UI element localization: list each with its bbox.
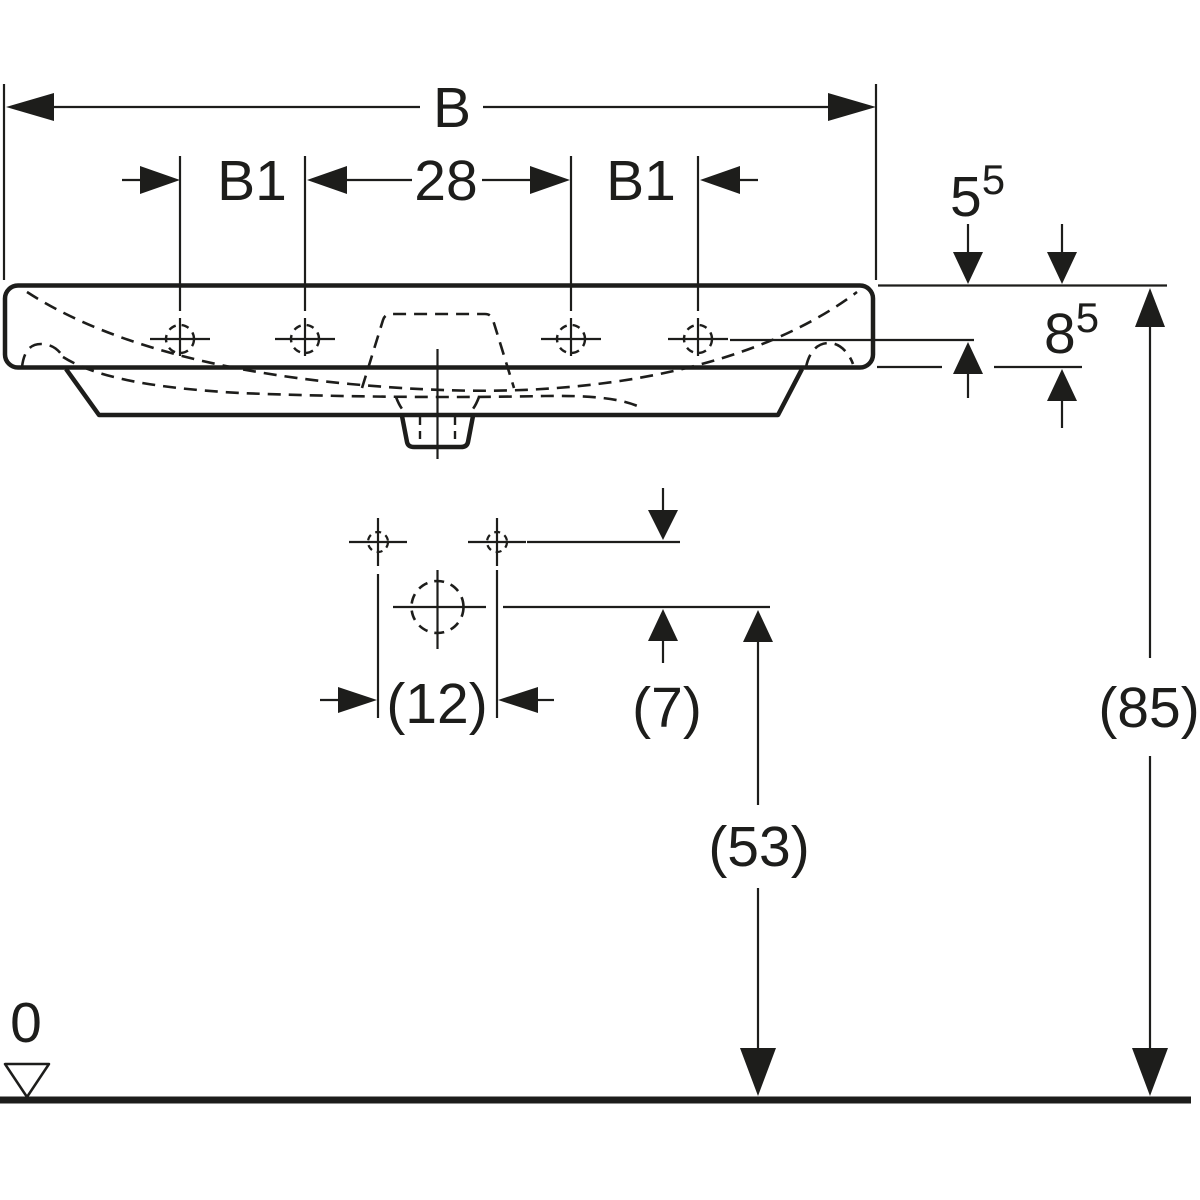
dim-label-53: (53) — [708, 815, 809, 879]
dim12-right-arrowhead — [498, 687, 538, 713]
dimension-rim-height: (85) — [1098, 288, 1200, 1096]
arrowhead-right — [828, 93, 876, 121]
dim85-top-arrowhead — [1135, 288, 1165, 327]
dimension-taphole-row: B1 28 B1 — [122, 149, 758, 311]
ground-datum: 0 — [0, 991, 1191, 1104]
basin-hidden-lines — [20, 290, 858, 416]
taphole-drilling-detail — [349, 518, 770, 649]
dim55-down-arrowhead — [953, 252, 983, 284]
dim7-up-arrowhead — [648, 609, 678, 641]
detail-taphole-left — [349, 518, 407, 566]
dim-label-7: (7) — [632, 676, 702, 740]
dim7-down-arrowhead — [648, 510, 678, 540]
arrowhead-left — [6, 93, 54, 121]
dim-label-8-5: 85 — [1044, 294, 1099, 366]
basin-bowl-body — [64, 367, 804, 418]
dim-label-12: (12) — [386, 672, 487, 736]
dim-label-8-5-sup: 5 — [1076, 294, 1099, 341]
drain-funnel-right — [467, 396, 481, 416]
b1-right-arrowhead — [700, 166, 740, 194]
drain-funnel-left — [394, 396, 408, 416]
dim55-up-arrowhead — [953, 342, 983, 374]
datum-triangle — [3, 1062, 51, 1099]
dim85r-up-arrowhead — [1047, 369, 1077, 401]
detail-taphole-right — [468, 518, 526, 566]
taphole-mark-4 — [668, 318, 728, 356]
taphole-mark-2 — [275, 318, 335, 356]
dim53-bottom-arrowhead — [740, 1048, 776, 1096]
dimension-drain-height: (53) — [708, 610, 810, 1096]
dim-label-zero: 0 — [10, 991, 42, 1055]
taphole-mark-1 — [150, 318, 210, 356]
basin-rim-band — [2, 283, 876, 370]
basin-outline — [2, 283, 876, 459]
dimension-twin-taphole-spacing: (12) — [320, 570, 554, 736]
spacing-arrowhead-right — [530, 166, 570, 194]
dim53-top-arrowhead — [743, 610, 773, 642]
spacing-arrowhead-left — [307, 166, 347, 194]
dimension-taphole-to-drain: (7) — [632, 488, 702, 740]
taphole-mark-3 — [541, 318, 601, 356]
overflow-hump-left — [20, 342, 65, 368]
dim-label-85: (85) — [1098, 676, 1199, 740]
dim-label-b: B — [433, 76, 471, 140]
bowl-interior-back-curve — [26, 290, 858, 393]
dimension-overall-width: B — [2, 76, 878, 280]
dim-label-28: 28 — [414, 149, 477, 213]
taphole-marks — [150, 318, 728, 356]
b1-left-arrowhead — [140, 166, 180, 194]
dim12-left-arrowhead — [338, 687, 377, 713]
dim-label-5-5-base: 5 — [950, 165, 982, 229]
dim-label-5-5-sup: 5 — [982, 156, 1005, 203]
bowl-interior-front-curve — [62, 355, 643, 410]
dim85-bottom-arrowhead — [1132, 1048, 1168, 1096]
dimension-rim-depths: 55 85 — [730, 156, 1167, 428]
dim85r-down-arrowhead — [1047, 252, 1077, 284]
dim-label-b1-left: B1 — [217, 149, 287, 213]
dim-label-8-5-base: 8 — [1044, 302, 1076, 366]
dim-label-b1-right: B1 — [606, 149, 676, 213]
faucet-bank-hidden-outline — [360, 312, 516, 389]
dim-label-5-5: 55 — [950, 156, 1005, 229]
